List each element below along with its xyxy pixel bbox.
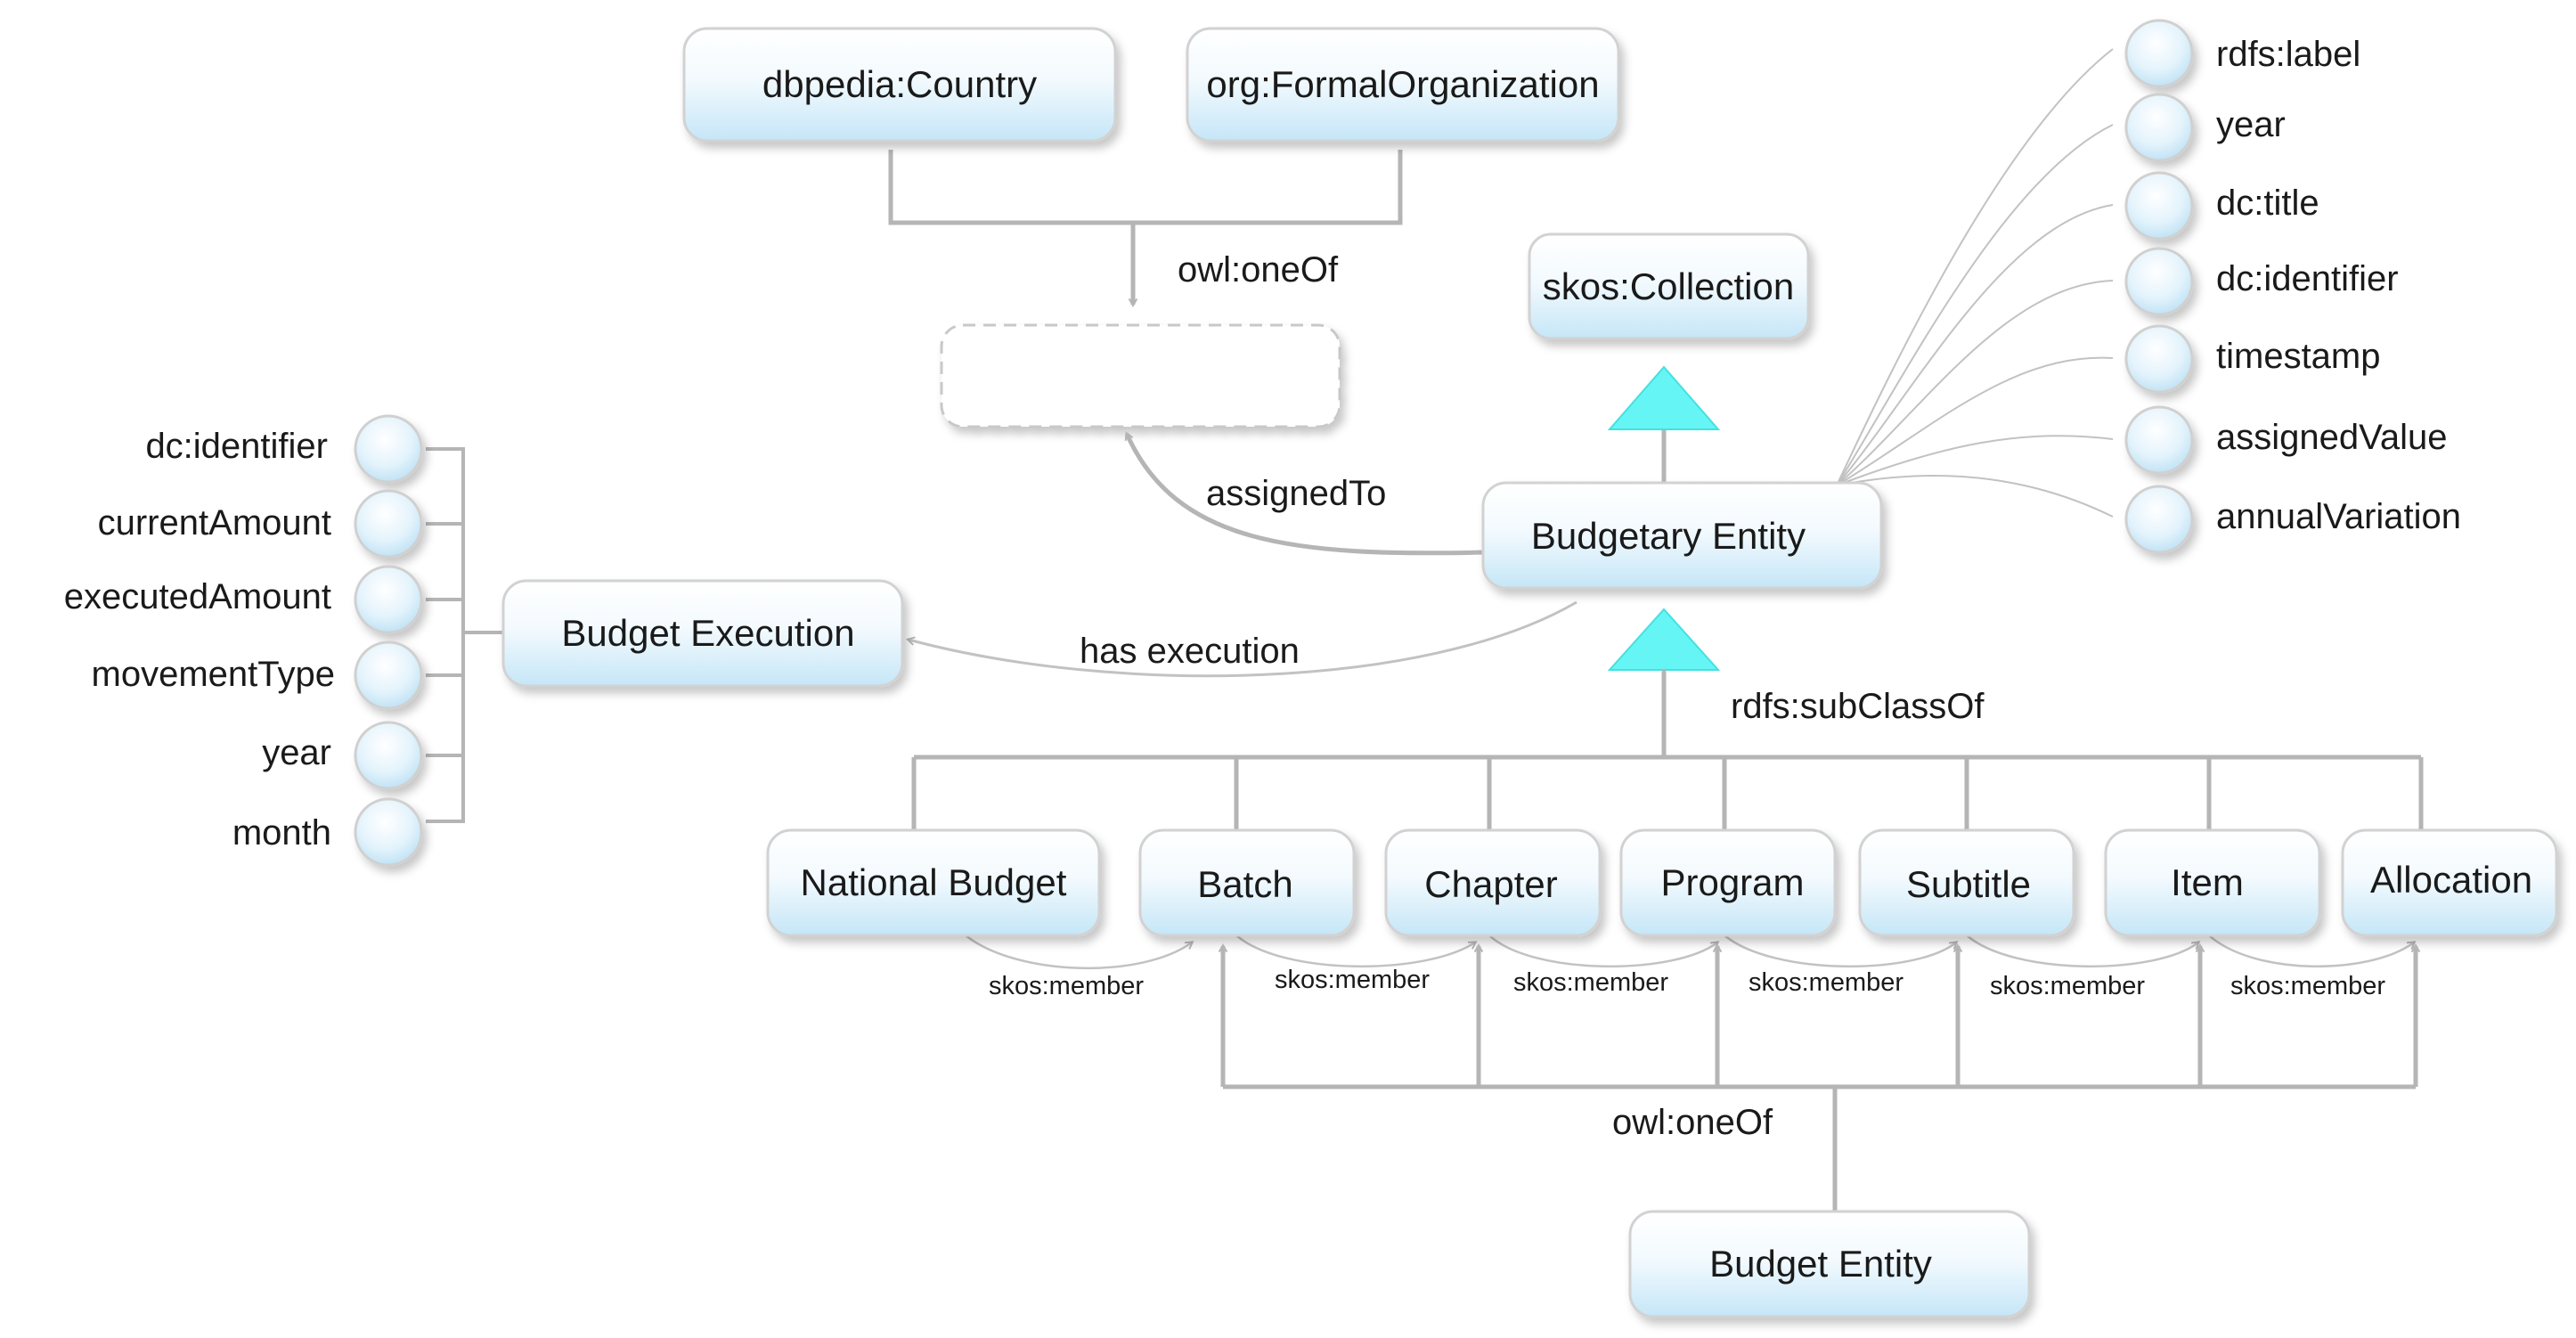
node-label: dbpedia:Country bbox=[762, 63, 1037, 105]
skos-member-label: skos:member bbox=[1275, 966, 1430, 994]
node-label: Budget Execution bbox=[561, 612, 854, 654]
property-dc-identifier: dc:identifier bbox=[145, 414, 423, 484]
property-label: movementType bbox=[92, 655, 335, 694]
property-executed-amount: executedAmount bbox=[64, 565, 423, 634]
property-label: year bbox=[262, 733, 331, 772]
property-label: month bbox=[232, 813, 331, 853]
node-label: National Budget bbox=[801, 861, 1067, 903]
subclass-triangle-collection bbox=[1607, 365, 1721, 430]
node-label: Chapter bbox=[1424, 863, 1557, 905]
budgetary-entity-properties: rdfs:label year dc:title dc:identifier t… bbox=[2124, 19, 2461, 554]
budgetary-entity-property-links bbox=[1836, 48, 2114, 518]
property-label: currentAmount bbox=[98, 503, 331, 543]
owl-one-of-bottom-connector bbox=[1218, 942, 2421, 1212]
node-dbpedia-country[interactable]: dbpedia:Country bbox=[682, 27, 1117, 143]
node-national-budget[interactable]: National Budget bbox=[766, 828, 1101, 937]
node-label: Batch bbox=[1197, 863, 1292, 905]
skos-member-label: skos:member bbox=[989, 972, 1144, 1000]
node-label: Budgetary Entity bbox=[1531, 515, 1806, 557]
budget-execution-properties: dc:identifier currentAmount executedAmou… bbox=[64, 414, 423, 867]
node-label: Program bbox=[1660, 861, 1804, 903]
owl-one-of-bottom-label: owl:oneOf bbox=[1612, 1103, 1773, 1142]
property-label: dc:identifier bbox=[2216, 259, 2399, 298]
owl-one-of-top-label: owl:oneOf bbox=[1178, 250, 1339, 290]
skos-member-label: skos:member bbox=[1990, 972, 2145, 1000]
property-label: executedAmount bbox=[64, 577, 331, 616]
subclass-triangle-budgetary-entity bbox=[1607, 608, 1721, 671]
assigned-to-edge bbox=[1124, 431, 1487, 556]
skos-member-label: skos:member bbox=[1749, 968, 1903, 997]
blank-union-node bbox=[940, 323, 1341, 428]
node-budgetary-entity[interactable]: Budgetary Entity bbox=[1481, 481, 1883, 590]
property-year: year bbox=[2124, 93, 2286, 162]
node-chapter[interactable]: Chapter bbox=[1384, 828, 1602, 937]
node-label: Budget Entity bbox=[1709, 1243, 1932, 1285]
has-execution-edge bbox=[906, 600, 1577, 678]
property-current-amount: currentAmount bbox=[98, 489, 423, 559]
property-dc-title: dc:title bbox=[2124, 171, 2319, 241]
property-label: assignedValue bbox=[2216, 418, 2447, 457]
property-label: timestamp bbox=[2216, 337, 2381, 376]
assigned-to-label: assignedTo bbox=[1206, 474, 1386, 513]
node-subtitle[interactable]: Subtitle bbox=[1858, 828, 2075, 937]
owl-one-of-top-connector bbox=[888, 150, 1403, 308]
node-label: Allocation bbox=[2370, 859, 2532, 901]
skos-member-links bbox=[965, 934, 2417, 970]
node-org-formal-organization[interactable]: org:FormalOrganization bbox=[1186, 27, 1620, 143]
property-movement-type: movementType bbox=[92, 640, 423, 710]
node-label: Item bbox=[2171, 861, 2244, 903]
node-label: org:FormalOrganization bbox=[1206, 63, 1599, 105]
property-label: rdfs:label bbox=[2216, 35, 2360, 74]
property-label: dc:title bbox=[2216, 184, 2319, 223]
subclass-tree bbox=[911, 670, 2424, 830]
property-month: month bbox=[232, 797, 423, 867]
property-label: annualVariation bbox=[2216, 497, 2461, 536]
property-label: dc:identifier bbox=[145, 427, 328, 466]
rdfs-subclass-of-label: rdfs:subClassOf bbox=[1731, 687, 1985, 726]
node-budget-entity[interactable]: Budget Entity bbox=[1628, 1210, 2031, 1318]
node-label: Subtitle bbox=[1906, 863, 2031, 905]
property-rdfs-label: rdfs:label bbox=[2124, 19, 2360, 88]
node-skos-collection[interactable]: skos:Collection bbox=[1528, 233, 1810, 340]
budget-execution-property-links bbox=[426, 447, 503, 823]
node-label: skos:Collection bbox=[1543, 265, 1794, 307]
property-dc-identifier: dc:identifier bbox=[2124, 247, 2399, 316]
skos-member-label: skos:member bbox=[2230, 972, 2385, 1000]
node-batch[interactable]: Batch bbox=[1138, 828, 1356, 937]
property-label: year bbox=[2216, 105, 2286, 144]
property-timestamp: timestamp bbox=[2124, 324, 2381, 394]
node-budget-execution[interactable]: Budget Execution bbox=[501, 579, 904, 688]
node-item[interactable]: Item bbox=[2104, 828, 2321, 937]
property-assigned-value: assignedValue bbox=[2124, 405, 2447, 475]
property-annual-variation: annualVariation bbox=[2124, 485, 2461, 554]
property-year: year bbox=[262, 721, 423, 790]
has-execution-label: has execution bbox=[1080, 632, 1300, 671]
node-allocation[interactable]: Allocation bbox=[2341, 828, 2558, 937]
node-program[interactable]: Program bbox=[1619, 828, 1837, 937]
skos-member-label: skos:member bbox=[1513, 968, 1668, 997]
